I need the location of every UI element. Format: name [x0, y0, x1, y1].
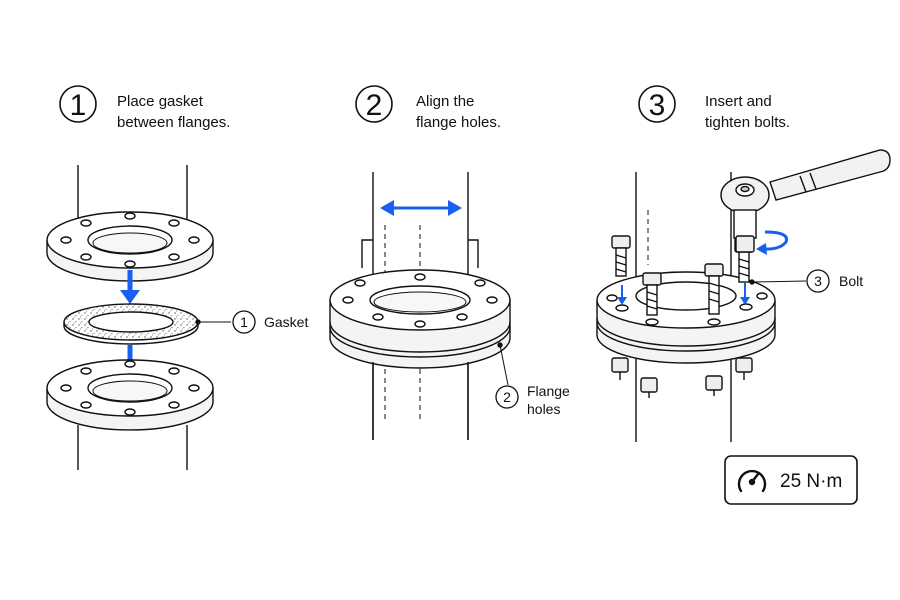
flange-holes-callout-circle: [495, 385, 519, 409]
bolt-holes: [606, 292, 768, 326]
bolt-callout-number: 3: [814, 273, 822, 289]
step-2-illustration: [329, 172, 511, 440]
gasket: [63, 303, 199, 345]
flange-holes-callout-number: 2: [503, 389, 511, 405]
rotation-arrow: [756, 230, 789, 255]
bolt-leader-line: [751, 280, 807, 283]
torque-readout-box: [724, 455, 858, 505]
alignment-arrow: [380, 200, 462, 216]
step-1-instruction-line2: between flanges.: [117, 114, 230, 131]
lower-direction-arrow-1: [120, 270, 140, 304]
step-1-illustration: [46, 165, 231, 470]
step-1-number: 1: [70, 89, 87, 122]
gauge-icon: [737, 469, 767, 493]
step-3-header: 3 Insert and tighten bolts.: [638, 85, 790, 131]
flange-hub-right: [468, 239, 479, 268]
bolted-flange-pair: [596, 271, 776, 364]
step-2-number: 2: [366, 89, 383, 122]
flange-hub-left: [361, 239, 373, 268]
step-1-header: 1 Place gasket between flanges.: [59, 85, 230, 131]
torque-value: 25 N·m: [780, 471, 842, 492]
step-2-number-circle: [355, 85, 393, 123]
flange-holes-callout-line2: holes: [527, 401, 560, 417]
upper-flange: [46, 211, 214, 282]
aligned-flange-pair: [329, 269, 511, 369]
step-3-number-circle: [638, 85, 676, 123]
torque-wrench-socket: [733, 209, 757, 239]
gasket-callout-number: 1: [240, 314, 248, 330]
gasket-callout: 1 Gasket: [232, 310, 308, 334]
nuts: [611, 357, 753, 398]
step-1-number-circle: [59, 85, 97, 123]
gasket-callout-label: Gasket: [264, 314, 308, 330]
step-3-illustration: [596, 149, 891, 442]
gasket-callout-circle: [232, 310, 256, 334]
step-2-instruction-line1: Align the: [416, 93, 474, 110]
bolt-left-rear: [611, 235, 631, 277]
torque-readout: 25 N·m: [724, 455, 858, 505]
step-3-instruction-line1: Insert and: [705, 93, 772, 110]
flange-holes-callout: 2 Flange holes: [495, 383, 570, 417]
bolt-right-front: [704, 263, 724, 315]
bolt-callout: 3 Bolt: [806, 269, 863, 293]
bolt-callout-circle: [806, 269, 830, 293]
bolt-callout-label: Bolt: [839, 273, 863, 289]
upper-flange-holes: [60, 212, 200, 268]
bolt-insert-arrows: [617, 283, 750, 305]
bolt-left-front: [642, 272, 662, 316]
lower-flange-holes: [60, 360, 200, 416]
aligned-flange-holes: [342, 273, 498, 328]
flange-holes-leader-line: [499, 344, 509, 386]
step-1-instruction-line1: Place gasket: [117, 93, 204, 110]
torque-wrench: [720, 149, 891, 253]
flange-holes-callout-line1: Flange: [527, 383, 570, 399]
step-3-instruction-line2: tighten bolts.: [705, 114, 790, 131]
step-3-number: 3: [649, 89, 666, 122]
step-2-header: 2 Align the flange holes.: [355, 85, 501, 131]
step-2-instruction-line2: flange holes.: [416, 114, 501, 131]
torque-wrench-handle: [769, 149, 891, 201]
lower-flange: [46, 359, 214, 431]
